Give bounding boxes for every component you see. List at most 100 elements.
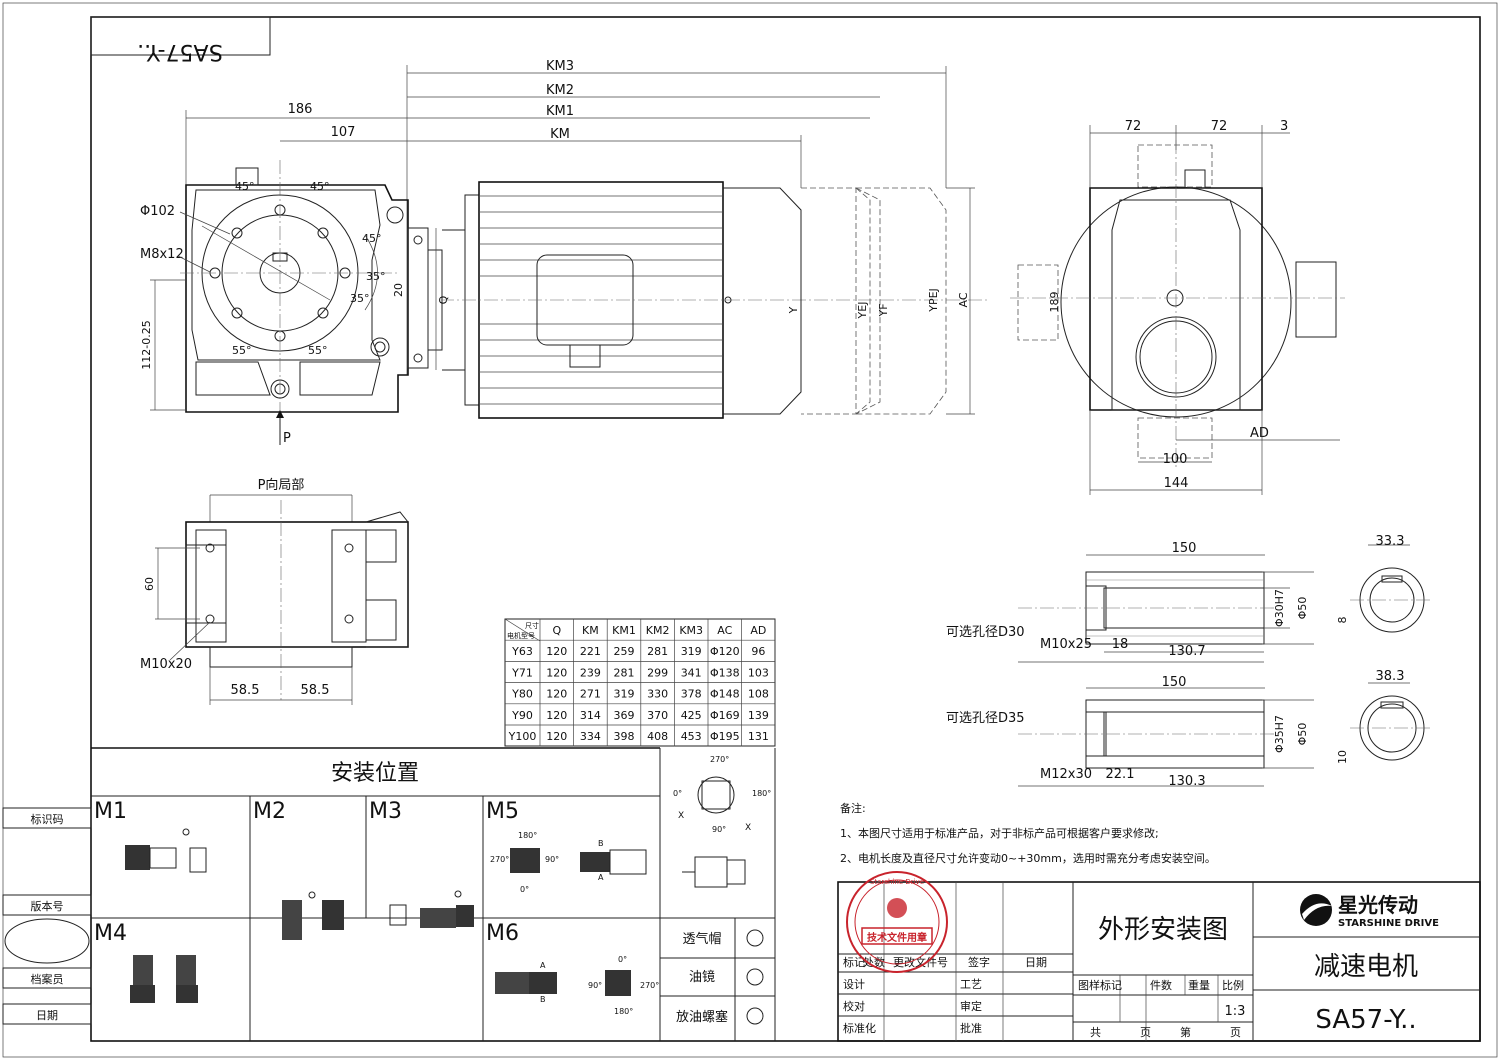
svg-text:第: 第 <box>1180 1025 1191 1039</box>
svg-text:件数: 件数 <box>1150 979 1172 992</box>
svg-text:B: B <box>598 839 604 848</box>
svg-text:20: 20 <box>392 283 405 297</box>
svg-text:Φ102: Φ102 <box>140 204 175 219</box>
svg-text:X: X <box>678 811 684 821</box>
table-header: AC <box>717 624 732 637</box>
tech-doc-stamp: 技术文件用章 Starshine Drive <box>846 871 948 973</box>
svg-text:72: 72 <box>1211 119 1228 134</box>
table-cell: 369 <box>614 709 635 722</box>
svg-text:批准: 批准 <box>960 1021 982 1035</box>
mounting-positions: 安装位置 M1 M2 M3 M4 M5 M6 <box>91 747 771 1041</box>
svg-text:A: A <box>598 873 604 882</box>
svg-text:3: 3 <box>1280 119 1288 134</box>
table-cell: 425 <box>681 709 702 722</box>
label-version: 版本号 <box>31 899 64 913</box>
svg-text:KM: KM <box>550 127 570 142</box>
pos-m1: M1 <box>94 799 127 824</box>
svg-text:AC: AC <box>957 292 970 307</box>
svg-text:150: 150 <box>1172 541 1197 556</box>
svg-text:38.3: 38.3 <box>1376 669 1405 684</box>
svg-text:58.5: 58.5 <box>301 683 330 698</box>
svg-text:150: 150 <box>1162 675 1187 690</box>
table-cell: Φ138 <box>710 666 740 679</box>
model-name: SA57-Y.. <box>1315 1005 1416 1035</box>
svg-text:标记: 标记 <box>843 955 865 969</box>
svg-text:180°: 180° <box>614 1007 633 1016</box>
pos-m5: M5 <box>486 799 519 824</box>
table-cell: 319 <box>614 688 635 701</box>
table-header: KM1 <box>612 624 636 637</box>
table-cell: Φ169 <box>710 709 740 722</box>
table-cell: 120 <box>546 645 567 658</box>
table-cell: 103 <box>748 666 769 679</box>
pos-m2: M2 <box>253 799 286 824</box>
bore-d35-label: 可选孔径D35 <box>946 711 1025 726</box>
stamp-ring: Starshine Drive <box>870 878 924 886</box>
label-id-code: 标识码 <box>31 812 64 826</box>
notes: 备注: 1、本图尺寸适用于标准产品，对于非标产品可根据客户要求修改; 2、电机长… <box>840 801 1216 865</box>
svg-text:B: B <box>540 995 546 1004</box>
front-view: 186 107 KM KM1 KM2 KM3 <box>140 59 990 446</box>
title-box <box>90 16 271 56</box>
svg-text:189: 189 <box>1048 292 1061 313</box>
svg-text:0°: 0° <box>618 955 627 964</box>
side-strip: 标识码 版本号 档案员 日期 <box>2 807 92 1025</box>
table-cell: 221 <box>580 645 601 658</box>
p-view-title: P向局部 <box>258 477 305 493</box>
table-cell: Y100 <box>508 730 537 743</box>
svg-text:处数: 处数 <box>863 956 885 969</box>
svg-text:电机型号: 电机型号 <box>507 631 535 640</box>
svg-text:130.7: 130.7 <box>1168 644 1205 659</box>
svg-text:KM3: KM3 <box>546 59 574 74</box>
svg-text:45°: 45° <box>362 232 382 245</box>
m4-sketch <box>130 955 198 1003</box>
table-cell: 120 <box>546 666 567 679</box>
table-cell: 398 <box>614 730 635 743</box>
title-box-model: SA57-Y.. <box>137 39 223 64</box>
table-cell: 271 <box>580 688 601 701</box>
table-cell: Y63 <box>511 645 533 658</box>
legend-breather: 透气帽 <box>682 931 721 947</box>
table-cell: 120 <box>546 709 567 722</box>
svg-text:0°: 0° <box>673 789 682 798</box>
svg-text:KM2: KM2 <box>546 83 574 98</box>
mounting-title: 安装位置 <box>331 761 419 786</box>
table-cell: 330 <box>647 688 668 701</box>
table-cell: 314 <box>580 709 601 722</box>
m1-sketch <box>125 828 207 873</box>
svg-text:10: 10 <box>1336 750 1349 764</box>
table-cell: 341 <box>681 666 702 679</box>
svg-text:Φ50: Φ50 <box>1296 723 1309 746</box>
svg-text:90°: 90° <box>712 825 726 834</box>
svg-text:55°: 55° <box>232 344 252 357</box>
table-cell: 299 <box>647 666 668 679</box>
bore-d30-label: 可选孔径D30 <box>946 625 1025 640</box>
svg-text:58.5: 58.5 <box>231 683 260 698</box>
table-cell: 120 <box>546 688 567 701</box>
svg-text:M8x12: M8x12 <box>140 247 184 262</box>
svg-text:112-0.25: 112-0.25 <box>140 320 153 369</box>
pos-m4: M4 <box>94 921 127 946</box>
svg-text:180°: 180° <box>518 831 537 840</box>
table-cell: Y90 <box>511 709 533 722</box>
table-cell: 108 <box>748 688 769 701</box>
svg-text:35°: 35° <box>366 270 386 283</box>
table-cell: 453 <box>681 730 702 743</box>
table-cell: 281 <box>614 666 635 679</box>
company-cn: 星光传动 <box>1338 893 1418 917</box>
m6-sketch: A B 0° 90° 270° 180° <box>495 955 659 1016</box>
svg-text:标准化: 标准化 <box>843 1021 876 1035</box>
table-cell: 96 <box>751 645 765 658</box>
table-header: Q <box>552 624 561 637</box>
m2-sketch <box>282 891 344 940</box>
table-cell: 319 <box>681 645 702 658</box>
svg-text:186: 186 <box>288 102 313 117</box>
label-date: 日期 <box>36 1009 58 1022</box>
table-cell: 120 <box>546 730 567 743</box>
svg-text:页: 页 <box>1230 1026 1241 1039</box>
svg-text:更改文件号: 更改文件号 <box>893 955 948 969</box>
